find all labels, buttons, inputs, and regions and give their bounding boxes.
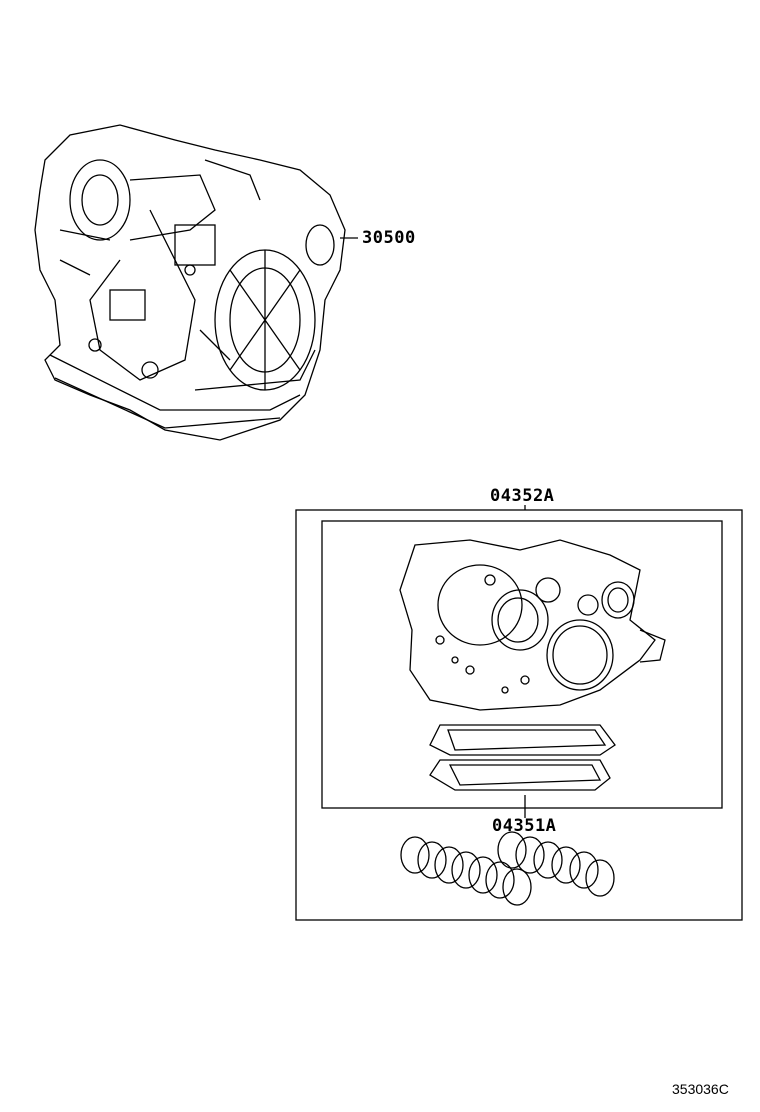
part-label-04352A[interactable]: 04352A xyxy=(490,486,555,506)
kit-box-inner xyxy=(321,520,723,809)
part-label-30500[interactable]: 30500 xyxy=(362,228,416,248)
diagram-code: 353036C xyxy=(672,1081,729,1097)
transmission-assembly-drawing[interactable] xyxy=(34,124,358,441)
part-label-04351A[interactable]: 04351A xyxy=(492,816,557,836)
clutch-disc-drawing[interactable] xyxy=(400,831,615,906)
kit-box-outer xyxy=(295,509,743,921)
gasket-kit-drawing[interactable] xyxy=(399,539,666,791)
